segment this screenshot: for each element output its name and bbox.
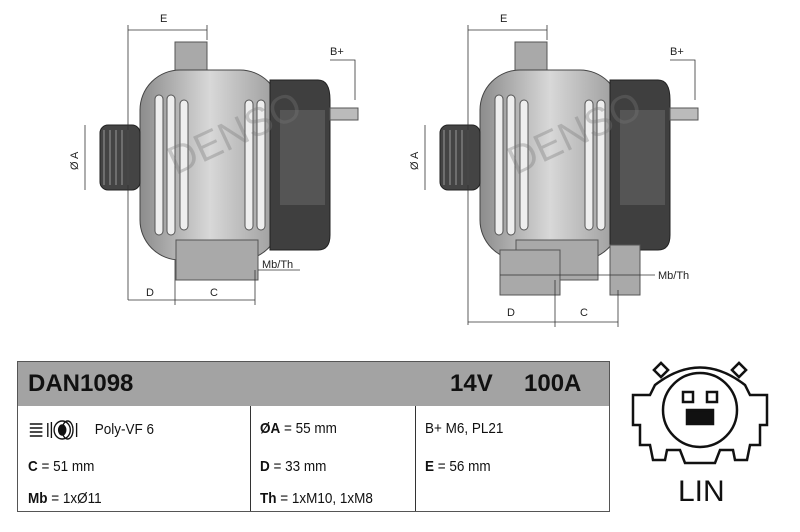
- dim-a-label: Ø A: [409, 151, 421, 170]
- spec-mb: Mb = 1xØ11: [28, 490, 102, 507]
- dim-c-label: C: [580, 307, 588, 319]
- model-number: DAN1098: [28, 370, 134, 397]
- spec-d: D = 33 mm: [260, 458, 327, 475]
- dim-bplus-label: B+: [670, 46, 684, 58]
- alternator-drawings: DENSO DENSO E B+ Ø A Mb/Th D C E B+ Ø A …: [69, 13, 699, 327]
- dim-e-label: E: [160, 13, 167, 25]
- column-divider: [250, 406, 251, 511]
- dim-mbth-label: Mb/Th: [658, 270, 689, 282]
- spec-bplus: B+ M6, PL21: [425, 420, 504, 437]
- alternator-view-right: DENSO: [439, 41, 699, 296]
- dim-mbth-label: Mb/Th: [262, 259, 293, 271]
- lin-connector-icon: [631, 361, 769, 465]
- pulley-spec: Poly-VF 6: [28, 420, 154, 440]
- spec-e: E = 56 mm: [425, 458, 491, 475]
- dim-a-label: Ø A: [69, 151, 81, 170]
- dimension-lines: [84, 25, 696, 327]
- alternator-view-left: DENSO: [99, 41, 359, 281]
- spec-c: C = 51 mm: [28, 458, 95, 475]
- column-divider: [415, 406, 416, 511]
- dim-bplus-label: B+: [330, 46, 344, 58]
- spec-th: Th = 1xM10, 1xM8: [260, 490, 373, 507]
- voltage: 14V: [450, 370, 493, 397]
- spec-header: DAN1098 14V 100A: [18, 362, 609, 406]
- pulley-icon: [29, 420, 78, 440]
- dim-e-label: E: [500, 13, 507, 25]
- dim-d-label: D: [507, 307, 515, 319]
- dim-c-label: C: [210, 287, 218, 299]
- spec-table: DAN1098 14V 100A Poly-VF 6 C = 51 mm Mb …: [17, 361, 610, 512]
- pulley-type: Poly-VF 6: [94, 420, 155, 438]
- spec-a: ØA = 55 mm: [260, 420, 337, 437]
- connector-label: LIN: [678, 475, 725, 508]
- dim-d-label: D: [146, 287, 154, 299]
- current: 100A: [524, 370, 582, 397]
